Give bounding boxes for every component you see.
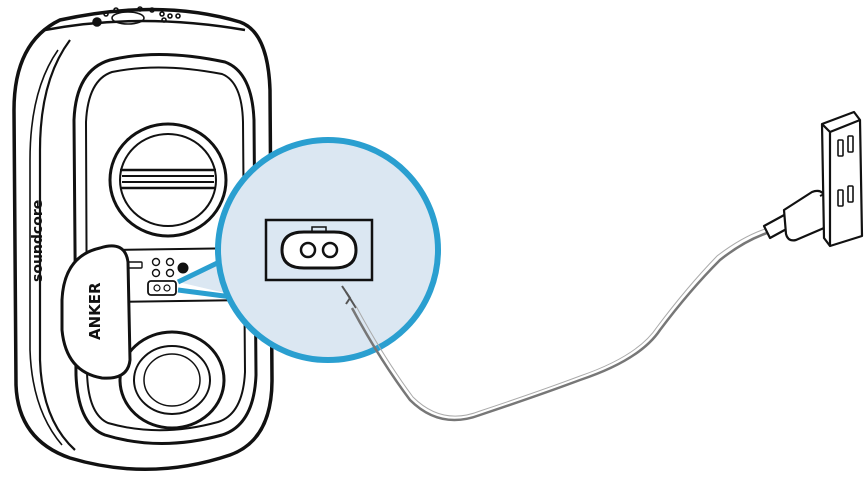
lower-driver (120, 332, 224, 428)
power-inlet-icon (266, 220, 372, 280)
anker-logo-text: ANKER (86, 282, 104, 340)
wall-outlet (822, 112, 862, 246)
upper-driver (110, 124, 226, 236)
side-logo-text: soundcore (30, 200, 46, 282)
led-indicator (93, 18, 101, 26)
